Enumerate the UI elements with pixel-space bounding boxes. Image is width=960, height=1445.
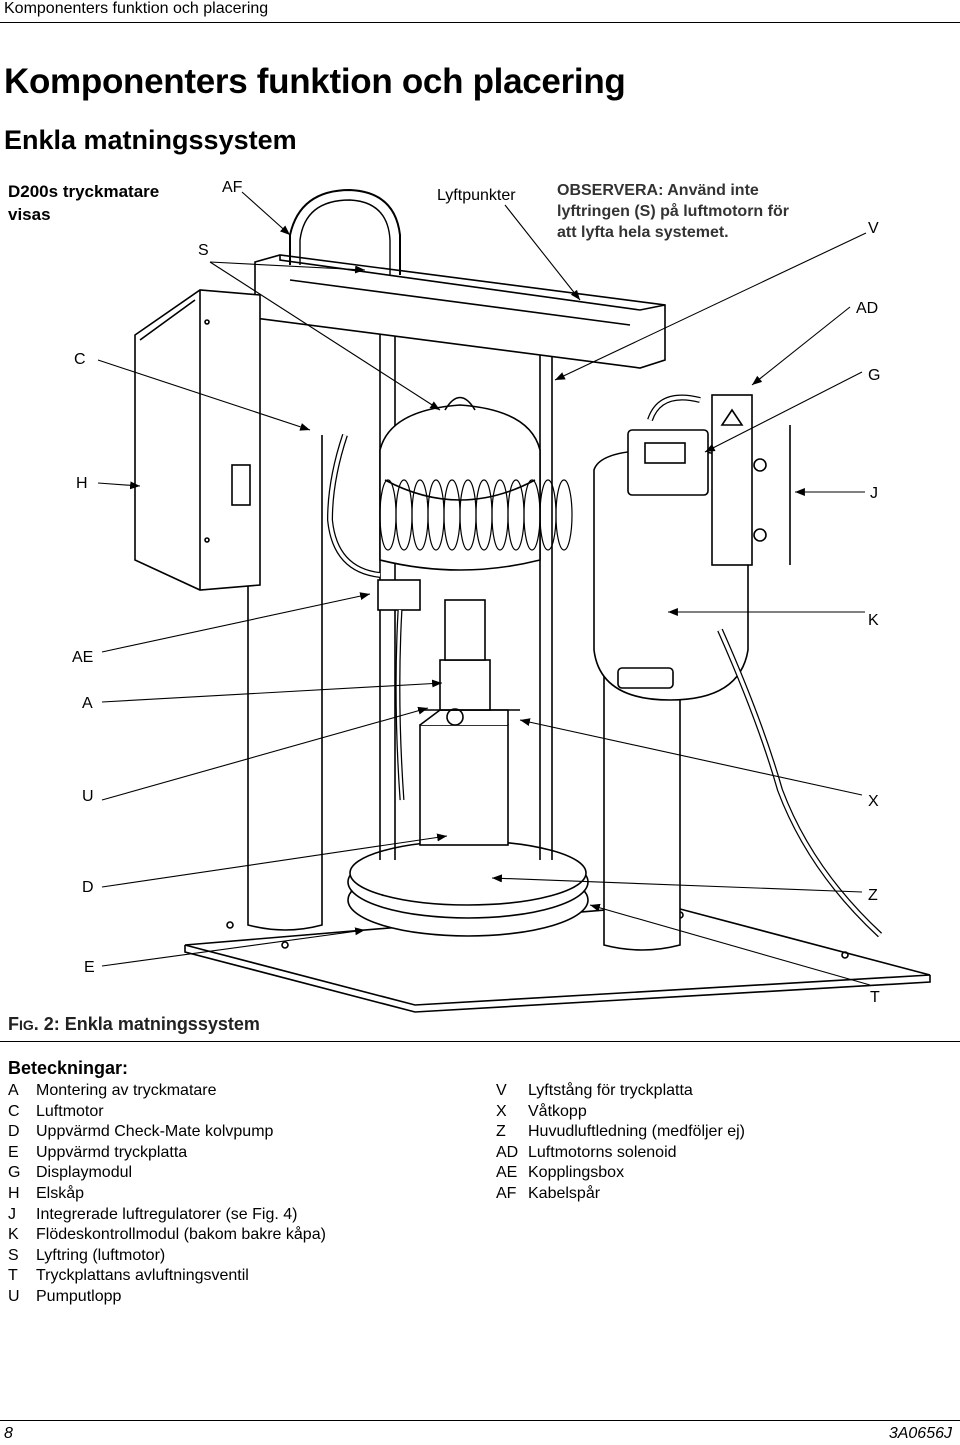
caption-rule — [0, 1041, 960, 1042]
legend-key: AD — [496, 1143, 519, 1161]
legend-item: S Lyftring (luftmotor) — [8, 1246, 326, 1267]
callout-AF: AF — [222, 179, 243, 196]
callout-J: J — [870, 485, 878, 502]
legend-key: E — [8, 1143, 19, 1161]
legend-item: J Integrerade luftregulatorer (se Fig. 4) — [8, 1205, 326, 1226]
legend-title: Beteckningar: — [8, 1058, 129, 1078]
legend-text: Huvudluftledning (medföljer ej) — [528, 1123, 745, 1141]
legend-text: Elskåp — [36, 1184, 85, 1202]
legend-item: C Luftmotor — [8, 1102, 326, 1123]
legend-text: Kopplingsbox — [528, 1164, 625, 1182]
legend-item: H Elskåp — [8, 1184, 326, 1205]
callout-Z: Z — [868, 887, 878, 904]
legend-text: Uppvärmd Check-Mate kolvpump — [36, 1123, 274, 1141]
header-rule — [0, 22, 960, 23]
callout-K: K — [868, 612, 879, 629]
legend-text: Flödeskontrollmodul (bakom bakre kåpa) — [36, 1226, 326, 1244]
legend-text: Pumputlopp — [36, 1287, 122, 1305]
callout-H: H — [76, 475, 88, 492]
callout-AD: AD — [856, 300, 878, 317]
callout-T: T — [870, 989, 880, 1006]
legend-key: AE — [496, 1164, 518, 1182]
legend-item: T Tryckplattans avluftningsventil — [8, 1266, 326, 1287]
legend-key: H — [8, 1184, 20, 1202]
running-head: Komponenters funktion och placering — [4, 0, 269, 17]
legend-key: X — [496, 1102, 507, 1120]
legend-item: V Lyftstång för tryckplatta — [496, 1081, 745, 1102]
document-id: 3A0656J — [888, 1425, 952, 1442]
legend-item: AD Luftmotorns solenoid — [496, 1143, 745, 1164]
callout-A: A — [82, 695, 93, 712]
observera-label: OBSERVERA: — [557, 182, 664, 199]
callout-X: X — [868, 793, 879, 810]
callout-S: S — [198, 242, 209, 259]
system-illustration: AF S V AD C G H J K AE A U X D Z E T Lyf… — [72, 179, 931, 1013]
legend-text: Tryckplattans avluftningsventil — [36, 1267, 249, 1285]
section-title: Enkla matningssystem — [4, 125, 297, 155]
legend-item: U Pumputlopp — [8, 1287, 326, 1308]
legend-item: G Displaymodul — [8, 1163, 326, 1184]
lift-points-label: Lyftpunkter — [437, 187, 516, 204]
legend-text: Montering av tryckmatare — [36, 1082, 217, 1099]
legend-item: E Uppvärmd tryckplatta — [8, 1143, 326, 1164]
legend-text: Lyftstång för tryckplatta — [528, 1082, 693, 1099]
callout-V: V — [868, 220, 879, 237]
legend-key: AF — [496, 1184, 517, 1202]
legend-text: Integrerade luftregulatorer (se Fig. 4) — [36, 1205, 298, 1223]
legend-key: U — [8, 1287, 20, 1305]
figure-note-model: D200s tryckmatare visas — [8, 182, 160, 224]
legend-key: G — [8, 1164, 21, 1182]
legend-key: D — [8, 1123, 20, 1141]
callout-E: E — [84, 959, 95, 976]
legend-key: A — [8, 1082, 19, 1099]
callout-AE: AE — [72, 649, 93, 666]
legend-text: Luftmotor — [36, 1102, 104, 1120]
legend-text: Luftmotorns solenoid — [528, 1143, 677, 1161]
callout-C: C — [74, 351, 86, 368]
observera-note: OBSERVERA: Använd inte lyftringen (S) på… — [557, 180, 797, 243]
legend-key: K — [8, 1226, 19, 1244]
legend-key: C — [8, 1102, 20, 1120]
legend-item: X Våtkopp — [496, 1102, 745, 1123]
legend-text: Våtkopp — [528, 1102, 587, 1120]
legend-item: Z Huvudluftledning (medföljer ej) — [496, 1122, 745, 1143]
legend-item: K Flödeskontrollmodul (bakom bakre kåpa) — [8, 1225, 326, 1246]
figure-caption: FIG. 2: Enkla matningssystem — [8, 1014, 260, 1034]
page-title: Komponenters funktion och placering — [4, 62, 626, 101]
legend-text: Uppvärmd tryckplatta — [36, 1143, 188, 1161]
legend-key: T — [8, 1267, 18, 1285]
callout-U: U — [82, 788, 94, 805]
legend-text: Displaymodul — [36, 1164, 133, 1182]
legend-item: A Montering av tryckmatare — [8, 1081, 326, 1102]
legend-key: V — [496, 1082, 507, 1099]
legend-text: Lyftring (luftmotor) — [36, 1246, 166, 1264]
legend-item: D Uppvärmd Check-Mate kolvpump — [8, 1122, 326, 1143]
callout-D: D — [82, 879, 94, 896]
legend-key: J — [8, 1205, 16, 1223]
callout-G: G — [868, 367, 880, 384]
legend-key: S — [8, 1246, 19, 1264]
footer-rule — [0, 1420, 960, 1421]
page-number: 8 — [4, 1425, 13, 1442]
legend-item: AE Kopplingsbox — [496, 1163, 745, 1184]
legend-item: AF Kabelspår — [496, 1184, 745, 1205]
observera-text: Använd inte lyftringen (S) på luftmotorn… — [557, 182, 789, 241]
legend-key: Z — [496, 1123, 506, 1141]
legend-text: Kabelspår — [528, 1184, 601, 1202]
